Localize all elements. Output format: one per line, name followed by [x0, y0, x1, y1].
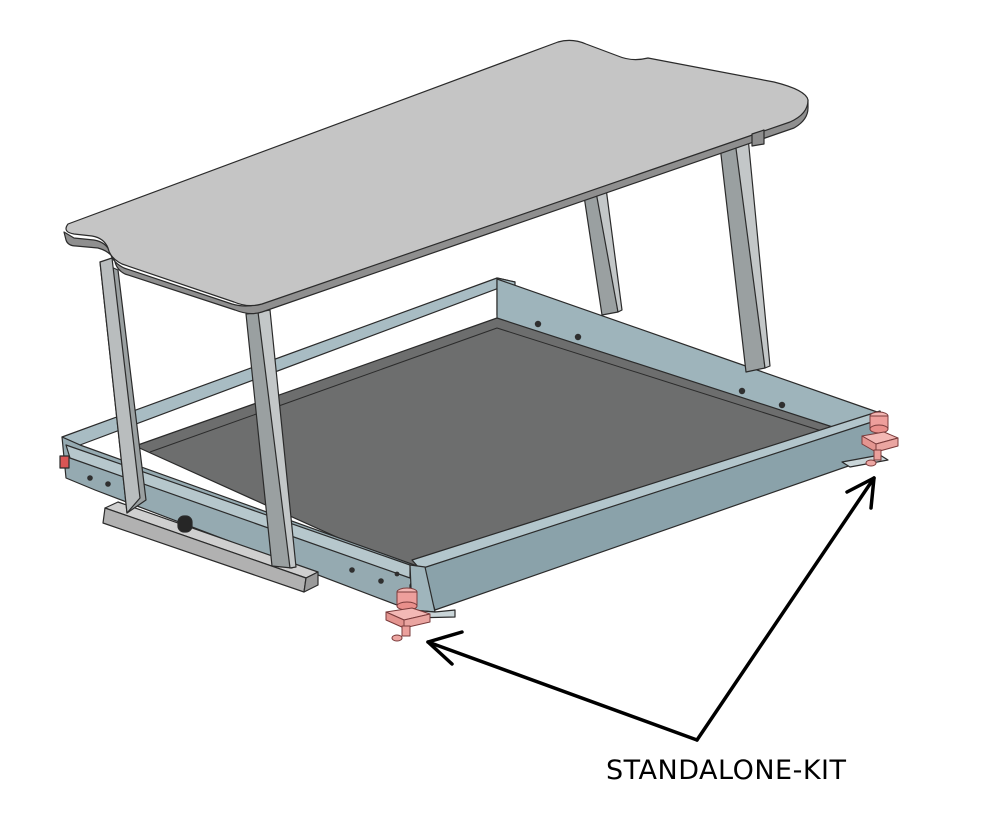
callout-arrows — [426, 476, 876, 742]
tabletop-edge — [63, 99, 809, 315]
wall-holes — [87, 320, 786, 584]
left-end-connector — [59, 455, 70, 469]
callout-arrow-right — [695, 476, 876, 742]
standalone-kit-label: STANDALONE-KIT — [606, 755, 847, 786]
callout-arrow-left-head — [426, 630, 464, 666]
leveling-foot — [177, 515, 193, 533]
callout-arrow-right-head — [845, 476, 876, 510]
tabletop-surface — [65, 39, 809, 307]
base-block — [102, 501, 319, 593]
table-legs — [99, 136, 771, 569]
standalone-kit-right — [861, 411, 899, 467]
tabletop — [63, 39, 809, 315]
callout-arrow-left — [426, 640, 699, 742]
tray — [59, 277, 889, 619]
standalone-kit-left — [385, 587, 431, 642]
